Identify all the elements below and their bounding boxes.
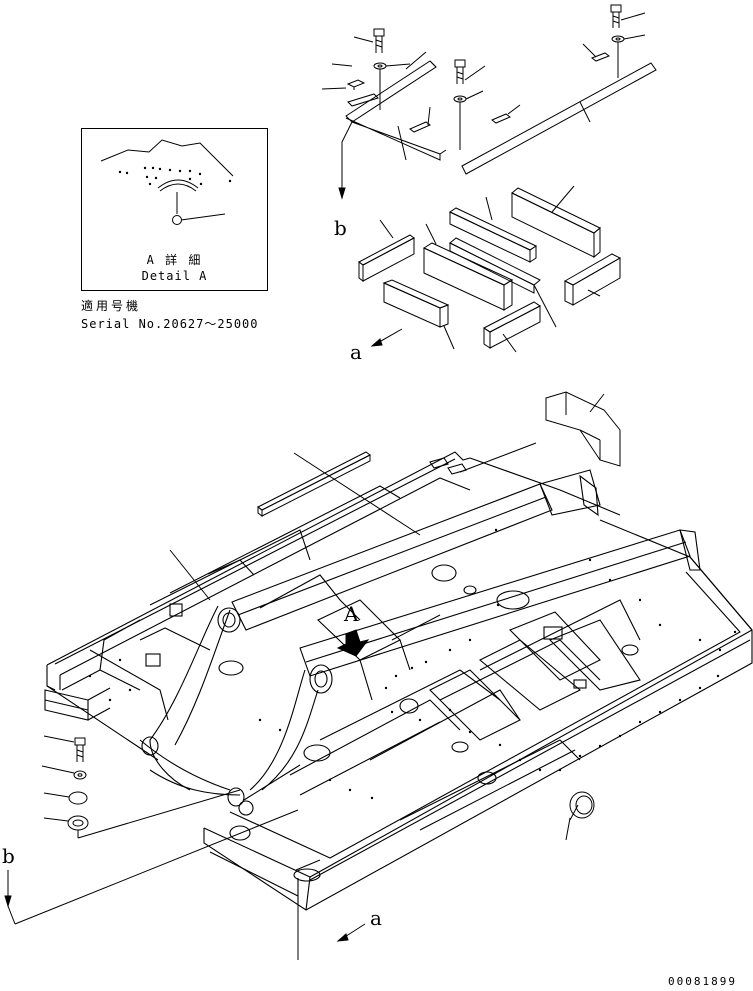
bolt-top-1 (353, 28, 385, 53)
detail-a-title-ja: A 詳 細 (146, 253, 203, 267)
rubber-pad-4 (449, 237, 557, 328)
arrow-b-bottom (4, 809, 299, 925)
cover-plate-right (461, 62, 657, 175)
view-label-b-top: b (334, 216, 347, 240)
serial-label-en: Serial No.20627～25000 (81, 317, 259, 331)
washer-top-1 (373, 62, 411, 110)
view-label-a-top: a (350, 340, 362, 364)
arrow-a-top (370, 328, 403, 347)
bottom-fasteners (41, 735, 241, 839)
document-number: 00081899 (668, 975, 737, 988)
frame-leaders (169, 442, 579, 821)
rubber-pad-5 (511, 185, 601, 259)
rubber-pad-6 (563, 253, 622, 306)
counterweight-block (545, 391, 621, 467)
frame-rivets (88, 528, 737, 800)
rubber-strip (257, 451, 371, 517)
washer-top-3 (611, 34, 646, 78)
detail-a-sketch (100, 139, 234, 225)
washer-top-2 (453, 90, 484, 150)
arrow-A (336, 629, 370, 657)
rubber-pad-8 (483, 301, 541, 353)
bolt-top-3 (610, 4, 646, 28)
detail-a-title-en: Detail A (141, 269, 208, 283)
arrow-a-bottom (295, 859, 366, 960)
bolt-top-2 (454, 59, 486, 84)
arrow-b-top (338, 121, 353, 200)
rubber-pad-1 (358, 219, 415, 282)
rubber-pad-7 (382, 279, 455, 350)
serial-label-ja: 適用号機 (81, 299, 142, 313)
rubber-pad-3 (448, 196, 538, 263)
rubber-pad-2 (422, 223, 514, 311)
cap-plug (565, 791, 595, 841)
detail-a-box: A 詳 細 Detail A (81, 128, 268, 291)
view-label-a-bottom: a (370, 906, 382, 930)
view-label-b-bottom: b (2, 844, 15, 868)
upper-frame (44, 451, 753, 911)
cover-plate-left (345, 60, 447, 161)
small-pads (321, 43, 611, 133)
view-label-A: A (344, 602, 359, 626)
